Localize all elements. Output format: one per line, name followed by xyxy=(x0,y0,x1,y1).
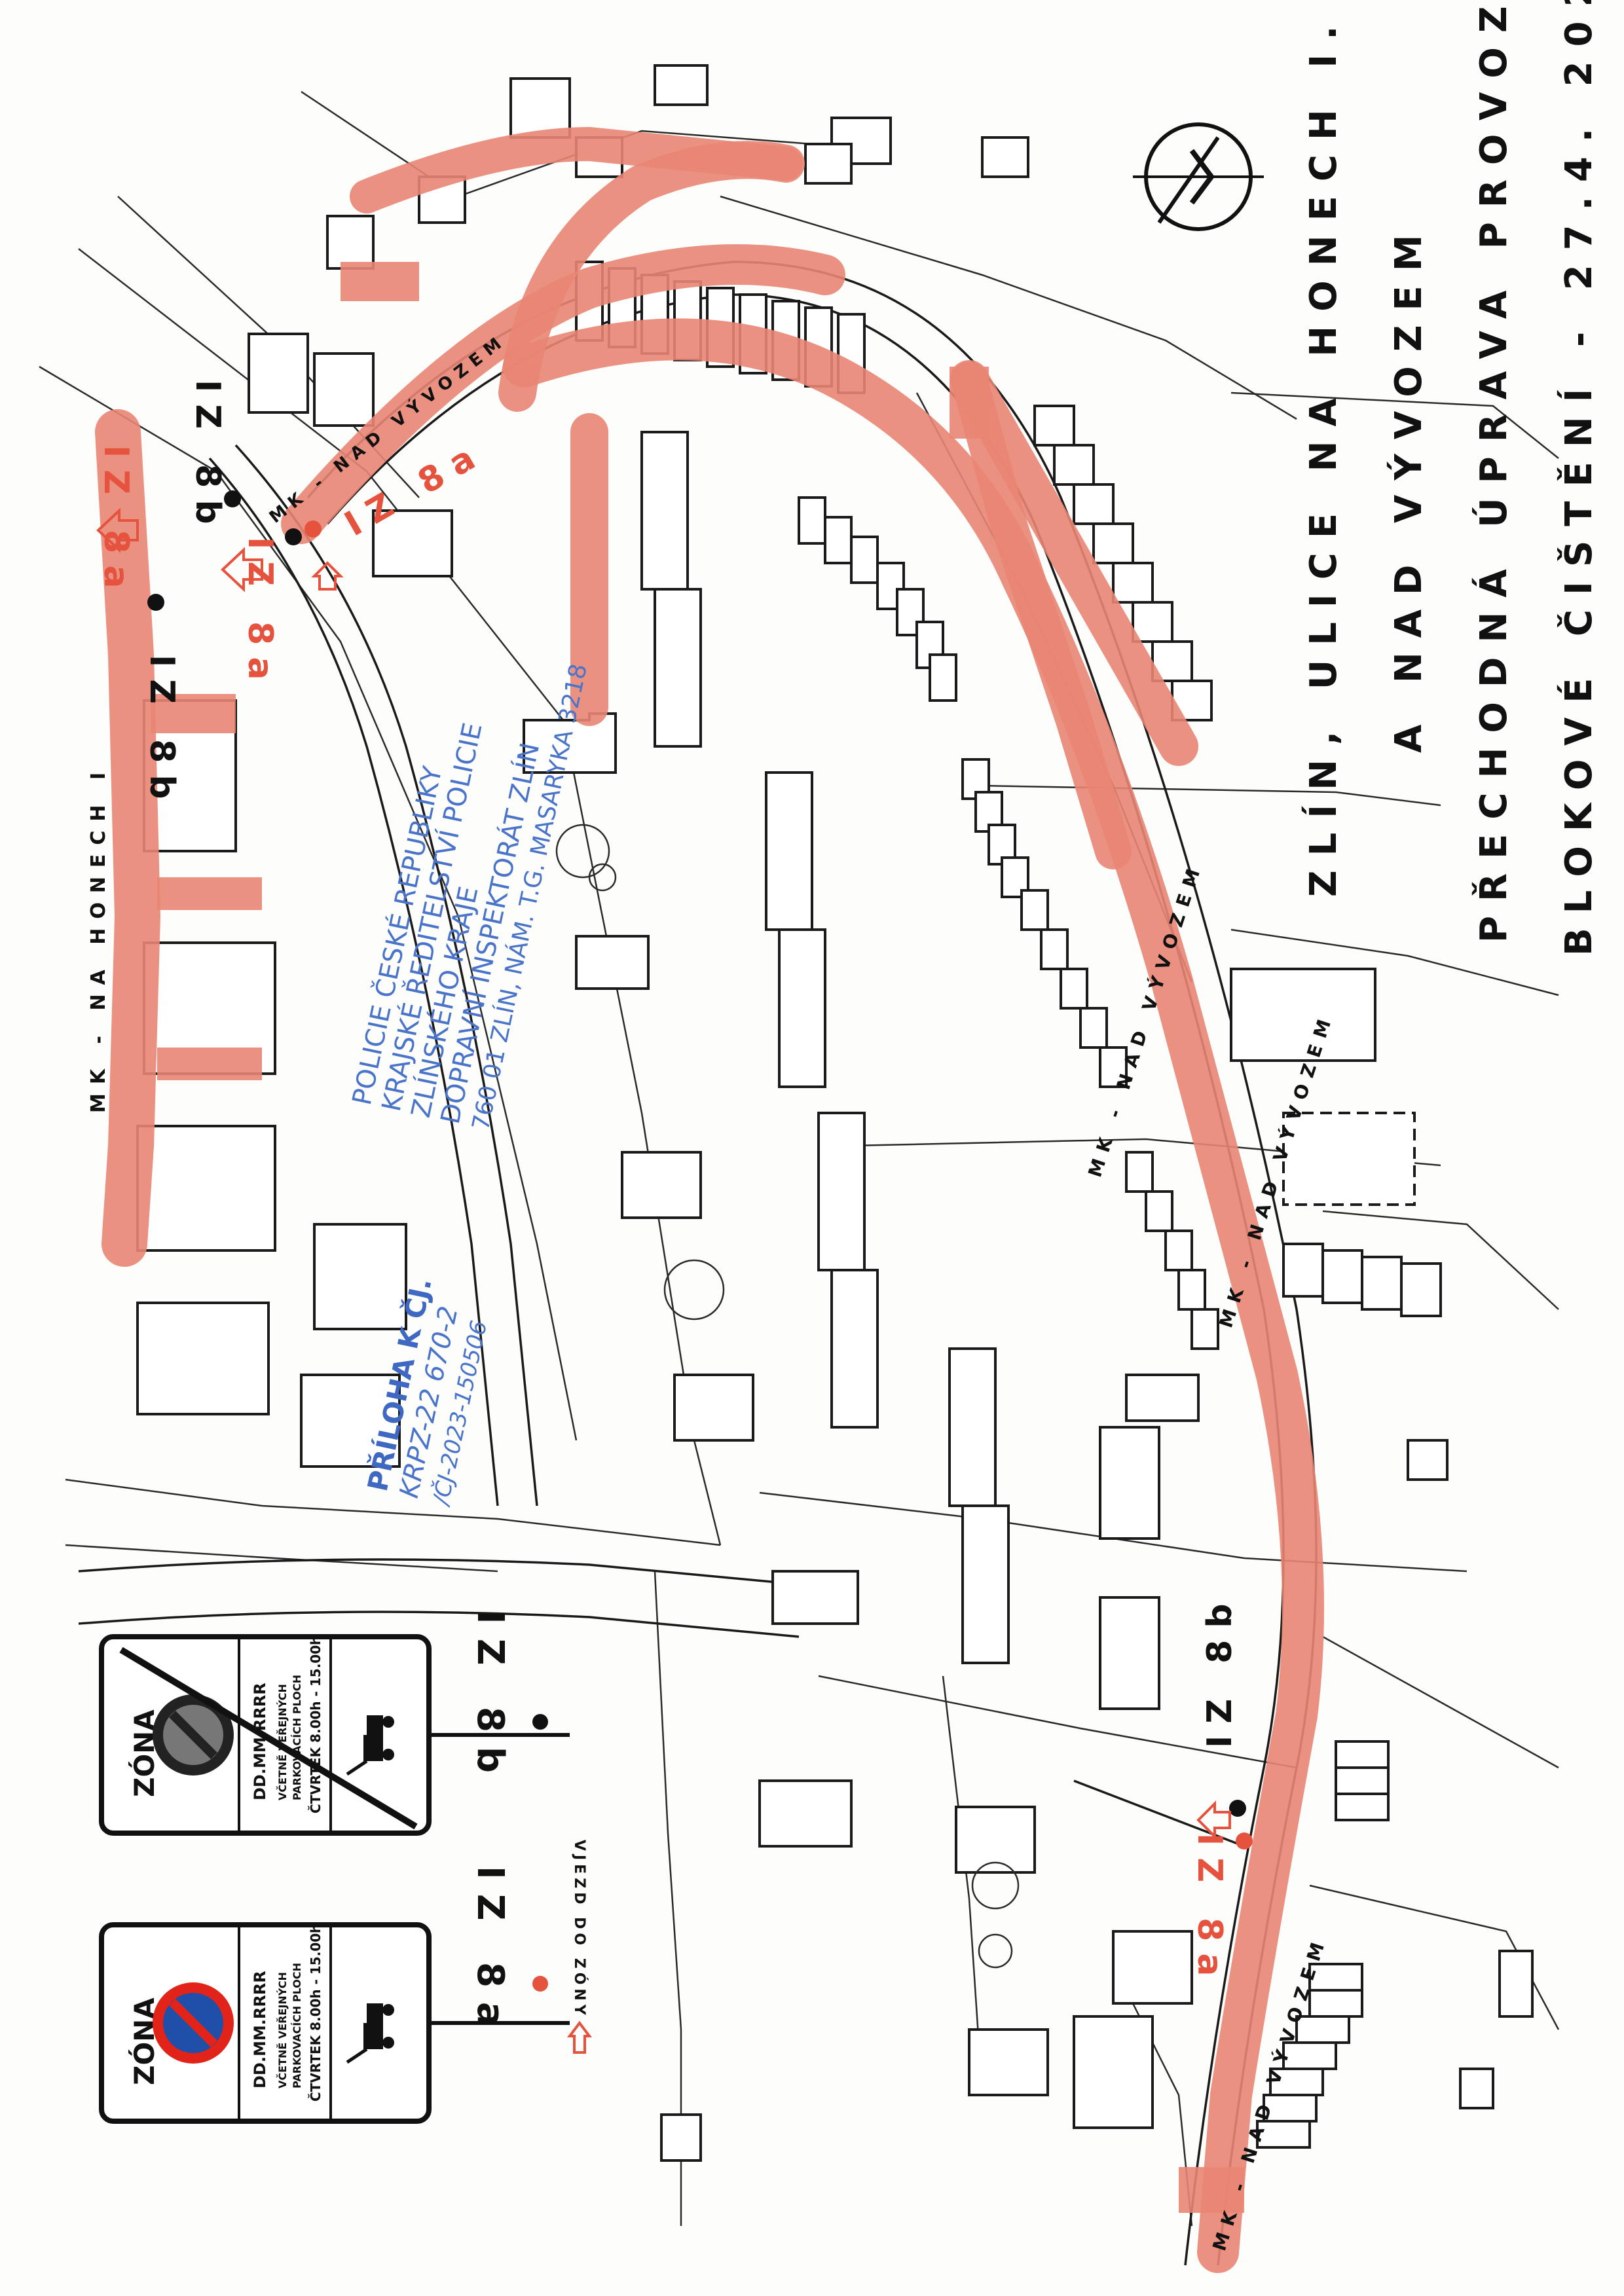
legend-a-parking-1: VČETNĚ VEŘEJNÝCH xyxy=(276,1972,289,2088)
legend-a-dd-code: DD.MM.RRRR xyxy=(251,1971,269,2088)
marker-iz8a-s xyxy=(1236,1832,1253,1850)
legend-label-iz8a: IZ 8a xyxy=(429,1866,570,2041)
street-label-na-honech: MK - NA HONECH I xyxy=(87,763,110,1113)
row-houses-middle xyxy=(798,405,1442,2149)
highlighted-streets xyxy=(95,127,1324,2273)
title-line-3: PŘECHODNÁ ÚPRAVA PROVOZU xyxy=(1473,0,1515,943)
entry-arrow-1 xyxy=(311,561,344,591)
entry-arrow-3 xyxy=(96,507,139,553)
marker-iz8a-e xyxy=(304,520,322,538)
entry-arrow-legend-icon xyxy=(567,2020,592,2054)
legend-b-dd-code: DD.MM.RRRR xyxy=(251,1683,269,1800)
legend-label-iz8b: IZ 8b xyxy=(429,1611,570,1787)
no-parking-icon xyxy=(153,1982,234,2064)
sign-label-iz8a-mid: IZ 8a xyxy=(240,537,280,691)
marker-iz8b-nw xyxy=(224,490,241,507)
north-arrow-icon xyxy=(1133,122,1264,231)
legend-label-b: IZ 8b xyxy=(469,1611,511,1787)
sign-label-iz8a-nw: IZ 8a xyxy=(96,445,136,600)
legend-entry-text: VJEZD DO ZÓNY xyxy=(571,1840,588,2019)
marker-iz8b-s xyxy=(1229,1800,1246,1817)
legend-a-time: ČTVRTEK 8.00h - 15.00h xyxy=(308,1924,323,2102)
end-zone-strike xyxy=(119,1647,418,1830)
tow-truck-icon xyxy=(346,2003,394,2064)
title-line-1: ZLÍN, ULICE NA HONECH I. xyxy=(1302,12,1345,897)
legend-entry: VJEZD DO ZÓNY xyxy=(567,1840,592,2054)
legend-label-a: IZ 8a xyxy=(469,1866,511,2041)
sign-label-iz8b-south: IZ 8b xyxy=(1200,1592,1240,1748)
legend-a-parking-2: PARKOVACÍCH PLOCH xyxy=(291,1963,303,2088)
no-parking-gray-icon xyxy=(153,1694,234,1776)
title-line-2: A NAD VÝVOZEM xyxy=(1388,221,1430,753)
title-line-4: BLOKOVÉ ČIŠTĚNÍ - 27.4. 2023 xyxy=(1557,0,1600,956)
sign-label-iz8b-nw: IZ 8b xyxy=(188,380,227,536)
police-stamp: POLICIE ČESKÉ REPUBLIKY KRAJSKÉ ŘEDITELS… xyxy=(346,661,593,1133)
entry-arrow-2 xyxy=(221,547,263,592)
tow-truck-icon xyxy=(346,1715,394,1776)
legend-b-parking-1: VČETNĚ VEŘEJNÝCH xyxy=(276,1684,289,1800)
sign-label-iz8a-south: IZ 8a xyxy=(1190,1833,1229,1988)
sign-label-iz8b-west: IZ 8b xyxy=(142,655,181,811)
legend-sign-iz8b: ZÓNA DD.MM.RRRR VČETNĚ VEŘEJNÝCH PARKOVA… xyxy=(99,1634,432,1836)
legend-b-parking-2: PARKOVACÍCH PLOCH xyxy=(291,1675,303,1800)
legend-b-time: ČTVRTEK 8.00h - 15.00h xyxy=(308,1636,323,1813)
entry-arrow-4 xyxy=(1196,1800,1231,1840)
sign-markers xyxy=(96,490,1253,1850)
legend-sign-iz8a: ZÓNA DD.MM.RRRR VČETNĚ VEŘEJNÝCH PARKOVA… xyxy=(99,1922,432,2124)
marker-iz8b-mid xyxy=(285,528,302,545)
marker-iz8b-w xyxy=(147,594,164,611)
plan-title: ZLÍN, ULICE NA HONECH I. A NAD VÝVOZEM P… xyxy=(1302,0,1600,956)
